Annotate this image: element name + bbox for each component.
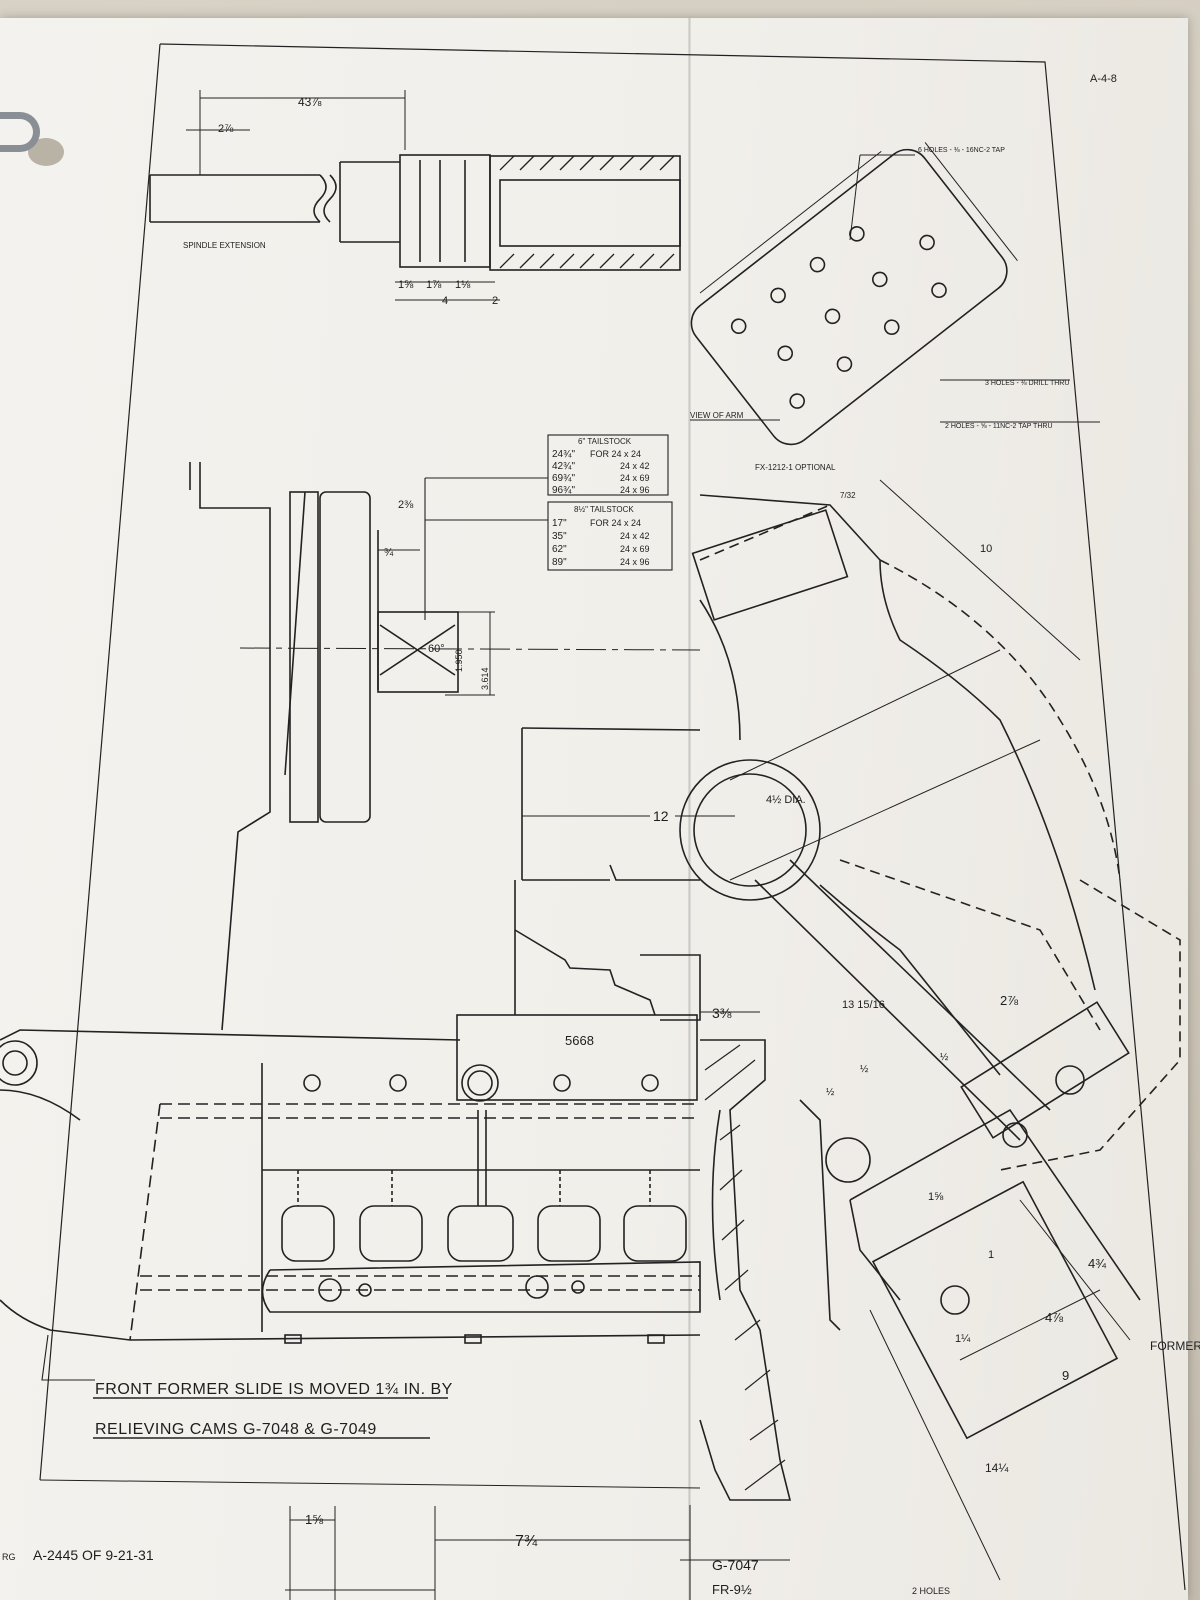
dim-1-7-8: 1⅞ <box>426 279 442 291</box>
dim-1-right: 1 <box>988 1249 994 1261</box>
dim-1-5-8: 1⅝ <box>398 279 414 291</box>
dim-43-7-8: 43⅞ <box>298 95 322 109</box>
angle-60: 60° <box>428 643 445 655</box>
arm-note-holes-1: 3 HOLES - ⅜ DRILL THRU <box>985 380 1069 387</box>
reference-note: A-2445 OF 9-21-31 <box>33 1547 154 1563</box>
bottom-holes: 2 HOLES <box>912 1586 950 1596</box>
headstock-view <box>189 462 701 1031</box>
tailstock-6-row-3-val: 69¾" <box>552 473 575 484</box>
sheet-id: A-4-8 <box>1090 73 1117 85</box>
sheet-left-border <box>39 43 161 1481</box>
note-line-1: FRONT FORMER SLIDE IS MOVED 1¾ IN. BY <box>95 1381 453 1398</box>
dim-1-5-8-bottom: 1⅝ <box>305 1512 323 1527</box>
spindle-extension-label: SPINDLE EXTENSION <box>183 241 266 250</box>
dim-10: 10 <box>980 543 992 555</box>
dim-2-3-8: 2⅜ <box>398 499 414 511</box>
tailstock-6-row-2-for: 24 x 42 <box>620 461 650 471</box>
dim-3-3-8: 3⅜ <box>712 1005 732 1021</box>
dim-2-7-8-top: 2⅞ <box>218 123 234 135</box>
arm-note-holes-2: 2 HOLES - ⅝ - 11NC-2 TAP THRU <box>945 423 1053 430</box>
dim-1950: 1.950 <box>454 649 464 672</box>
bottom-dimensions <box>39 1479 790 1600</box>
sheet-fold <box>688 18 691 1600</box>
ref-prefix: RG <box>2 1552 16 1562</box>
screw-row <box>303 1064 659 1302</box>
bell-crank-arm <box>679 479 1181 1581</box>
optional-note: FX-1212-1 OPTIONAL <box>755 463 836 472</box>
arm-view <box>690 142 1018 446</box>
part-g7047: G-7047 <box>712 1557 759 1573</box>
dim-14-1-4: 14¼ <box>985 1461 1009 1475</box>
tailstock-6-row-1-val: 24¾" <box>552 449 575 460</box>
dim-half-2: ½ <box>826 1087 835 1098</box>
dim-4-7-8: 4⅞ <box>1045 1310 1063 1325</box>
binder-ring <box>0 112 40 152</box>
part-fr: FR-9½ <box>712 1582 752 1597</box>
tailstock-8-header: 8½" TAILSTOCK <box>574 505 634 514</box>
sheet-border <box>159 43 1186 1591</box>
tailstock-6-row-4-val: 96¾" <box>552 485 575 496</box>
tailstock-6-row-1-for: FOR 24 x 24 <box>590 449 641 459</box>
dim-12: 12 <box>653 808 669 824</box>
dim-1-1-4: 1¼ <box>955 1333 971 1345</box>
dim-2-end: 2 <box>492 295 498 307</box>
tailstock-table-frame <box>424 434 673 620</box>
tailstock-8-row-2-val: 35" <box>552 531 567 542</box>
dim-2-7-8-right: 2⅞ <box>1000 993 1018 1008</box>
former-label: FORMER <box>1150 1339 1200 1353</box>
tailstock-8-row-4-for: 24 x 96 <box>620 557 650 567</box>
tailstock-8-row-3-val: 62" <box>552 544 567 555</box>
arm-note-top: 6 HOLES - ⅜ - 16NC-2 TAP <box>918 147 1005 154</box>
dia-4-1-2: 4½ DIA. <box>766 794 806 806</box>
dim-half-1: ½ <box>860 1064 869 1075</box>
tailstock-6-row-2-val: 42¾" <box>552 461 575 472</box>
tailstock-6-row-4-for: 24 x 96 <box>620 485 650 495</box>
dim-4-3-4: 4¾ <box>1088 1256 1106 1271</box>
part-5668: 5668 <box>565 1033 594 1048</box>
dim-1-1-8: 1⅛ <box>455 279 471 291</box>
former-slide-body <box>0 1014 701 1344</box>
column-section <box>699 1039 841 1501</box>
dim-3614: 3.614 <box>480 667 490 690</box>
tailstock-8-row-4-val: 89" <box>552 557 567 568</box>
dim-half-3: ½ <box>940 1052 949 1063</box>
arm-view-title: VIEW OF ARM <box>690 411 744 420</box>
note-leader <box>41 1334 95 1381</box>
dim-4: 4 <box>442 295 448 307</box>
dim-9: 9 <box>1062 1368 1069 1383</box>
tailstock-6-row-3-for: 24 x 69 <box>620 473 650 483</box>
carriage-block <box>514 727 760 1021</box>
tailstock-8-row-2-for: 24 x 42 <box>620 531 650 541</box>
dim-1-5-8-right: 1⅝ <box>928 1191 944 1203</box>
tailstock-6-header: 6" TAILSTOCK <box>578 437 632 446</box>
dim-3-4: ¾ <box>384 547 394 559</box>
dim-7-32: 7/32 <box>840 491 856 500</box>
spindle-extension-view <box>149 90 681 301</box>
dim-13-15-16: 13 15/16 <box>842 999 885 1011</box>
note-line-2: RELIEVING CAMS G-7048 & G-7049 <box>95 1421 377 1438</box>
tailstock-8-row-1-val: 17" <box>552 518 567 529</box>
dim-7-3-4: 7¾ <box>515 1533 538 1550</box>
tailstock-table: 6" TAILSTOCK 24¾" FOR 24 x 24 42¾" 24 x … <box>552 437 650 568</box>
tailstock-8-row-1-for: FOR 24 x 24 <box>590 518 641 528</box>
tailstock-8-row-3-for: 24 x 69 <box>620 544 650 554</box>
